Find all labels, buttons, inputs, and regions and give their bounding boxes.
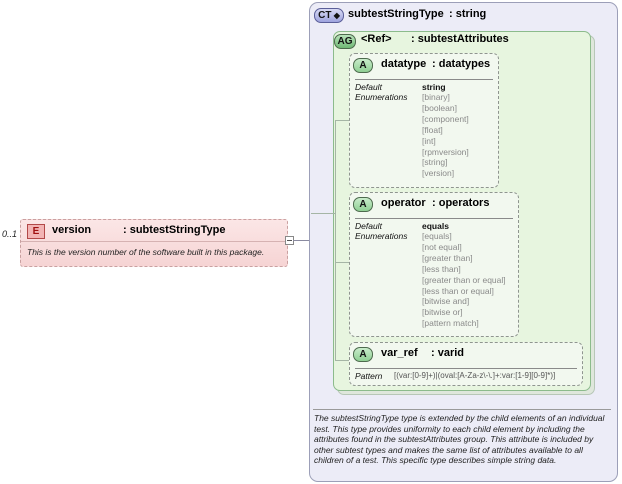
complex-type-type: : string: [449, 8, 487, 20]
documentation-separator: [313, 409, 611, 410]
element-documentation: This is the version number of the softwa…: [27, 247, 265, 257]
enumeration-value: [float]: [422, 124, 443, 135]
enumeration-value: [not equal]: [422, 241, 462, 252]
element-type: : subtestStringType: [123, 224, 226, 236]
enumeration-list-datatype: [binary] [boolean] [component] [float] […: [422, 92, 469, 179]
pattern-value: [(var:[0-9]+)|(oval:[A-Za-z\-\.]+:var:[1…: [394, 371, 556, 380]
enumeration-value: [version]: [422, 168, 455, 179]
attribute-group-badge-icon: AG: [334, 34, 356, 49]
enumeration-list-operator: [equals] [not equal] [greater than] [les…: [422, 231, 506, 329]
element-occurrence: 0..1: [2, 229, 18, 239]
attribute-separator: [355, 79, 493, 80]
default-value: equals: [422, 221, 449, 231]
enumerations-label: Enumerations: [355, 231, 408, 241]
enumeration-value: [less than or equal]: [422, 285, 494, 296]
attribute-type-var-ref: : varid: [431, 347, 465, 359]
default-label: Default: [355, 82, 382, 92]
enumeration-value: [rpmversion]: [422, 146, 469, 157]
attribute-group-type: : subtestAttributes: [411, 33, 509, 45]
tree-line-operator: [335, 262, 349, 263]
enumeration-value: [boolean]: [422, 102, 457, 113]
enumeration-value: [greater than or equal]: [422, 274, 506, 285]
complex-type-badge-icon: CT ◆: [314, 8, 344, 23]
enumeration-value: [component]: [422, 113, 469, 124]
enumeration-value: [equals]: [422, 231, 452, 241]
enumerations-label: Enumerations: [355, 92, 408, 102]
tree-line-varref: [335, 360, 349, 361]
attribute-group-ref: <Ref>: [361, 33, 392, 45]
enumeration-value: [pattern match]: [422, 318, 479, 329]
element-header: E version : subtestStringType: [21, 220, 287, 242]
default-value: string: [422, 82, 446, 92]
attribute-separator: [355, 218, 513, 219]
attribute-separator: [355, 368, 577, 369]
attribute-name-operator: operator: [381, 197, 426, 209]
element-box-version[interactable]: E version : subtestStringType This is th…: [20, 219, 288, 267]
attribute-type-operator: : operators: [432, 197, 490, 209]
tree-line-link: [311, 213, 335, 214]
pattern-label: Pattern: [355, 371, 383, 381]
attribute-name-var-ref: var_ref: [381, 347, 418, 359]
attribute-badge-icon: A: [353, 347, 373, 362]
default-label: Default: [355, 221, 382, 231]
attribute-type-datatype: : datatypes: [432, 58, 491, 70]
enumeration-value: [string]: [422, 157, 448, 168]
enumeration-value: [bitwise and]: [422, 296, 470, 307]
tree-line-main: [335, 120, 336, 360]
enumeration-value: [greater than]: [422, 252, 473, 263]
attribute-name-datatype: datatype: [381, 58, 427, 70]
attribute-box-var-ref[interactable]: [349, 342, 583, 386]
attribute-box-operator[interactable]: [349, 192, 519, 337]
complex-type-name: subtestStringType: [348, 8, 444, 20]
tree-line-datatype: [335, 120, 349, 121]
element-badge-icon: E: [27, 224, 45, 239]
attribute-badge-icon: A: [353, 58, 373, 73]
enumeration-value: [int]: [422, 135, 436, 146]
element-name: version: [52, 224, 92, 236]
enumeration-value: [binary]: [422, 92, 450, 102]
attribute-box-datatype[interactable]: [349, 53, 499, 188]
attribute-badge-icon: A: [353, 197, 373, 212]
complex-type-documentation: The subtestStringType type is extended b…: [314, 413, 605, 466]
connector-line: [293, 240, 311, 241]
enumeration-value: [less than]: [422, 263, 461, 274]
enumeration-value: [bitwise or]: [422, 307, 463, 318]
